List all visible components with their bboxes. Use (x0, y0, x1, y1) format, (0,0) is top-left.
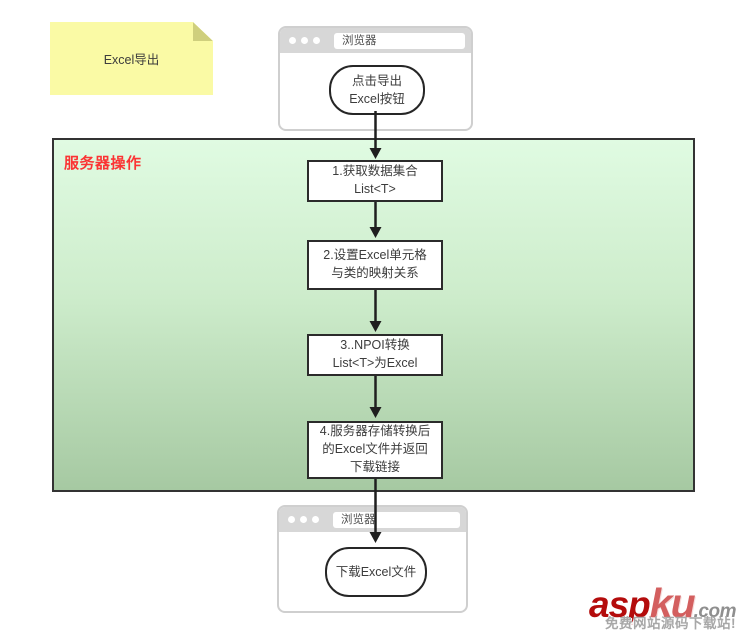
step-text-line: 2.设置Excel单元格 (323, 248, 427, 263)
browser-window-top: 浏览器 点击导出 Excel按钮 (278, 26, 473, 131)
browser-titlebar-top: 浏览器 (280, 28, 471, 53)
browser-window-bottom: 浏览器 下载Excel文件 (277, 505, 468, 613)
note-text: Excel导出 (103, 53, 160, 67)
step-text-line: 3..NPOI转换 (340, 338, 410, 353)
node-text-line: 下载Excel文件 (335, 564, 417, 579)
watermark-brand-primary: asp (589, 583, 651, 625)
step-npoi-convert: 3..NPOI转换 List<T>为Excel (307, 334, 443, 376)
watermark: aspku.com 免费网站源码下载站! (589, 579, 737, 631)
step-text-line: 1.获取数据集合 (332, 164, 418, 179)
note-fold-corner-icon (193, 22, 213, 41)
step-text-line: 的Excel文件并返回 (322, 442, 428, 457)
step-text-line: List<T> (354, 182, 396, 196)
node-download-excel: 下载Excel文件 (325, 547, 427, 597)
browser-title-top: 浏览器 (334, 32, 465, 49)
window-dot-icon (312, 516, 319, 523)
step-store-and-return-link: 4.服务器存储转换后 的Excel文件并返回 下载链接 (307, 421, 443, 479)
node-click-export-button: 点击导出 Excel按钮 (329, 65, 425, 115)
step-text-line: 与类的映射关系 (331, 266, 419, 280)
window-dot-icon (313, 37, 320, 44)
step-set-cell-mapping: 2.设置Excel单元格 与类的映射关系 (307, 240, 443, 290)
server-group-label: 服务器操作 (64, 155, 142, 172)
browser-title-bottom: 浏览器 (333, 511, 460, 528)
step-text-line: 4.服务器存储转换后 (319, 424, 431, 439)
window-dot-icon (289, 37, 296, 44)
node-text-line: Excel按钮 (349, 92, 405, 106)
watermark-brand: aspku.com (589, 579, 737, 626)
step-get-data: 1.获取数据集合 List<T> (307, 160, 443, 202)
watermark-brand-secondary: ku (649, 579, 696, 626)
step-text-line: List<T>为Excel (332, 356, 418, 370)
sticky-note: Excel导出 (50, 22, 213, 95)
browser-titlebar-bottom: 浏览器 (279, 507, 466, 532)
window-dot-icon (301, 37, 308, 44)
watermark-tagline: 免费网站源码下载站! (605, 615, 736, 631)
window-dot-icon (288, 516, 295, 523)
window-dot-icon (300, 516, 307, 523)
watermark-brand-suffix: .com (693, 600, 737, 622)
node-text-line: 点击导出 (351, 73, 402, 88)
step-text-line: 下载链接 (349, 459, 400, 474)
